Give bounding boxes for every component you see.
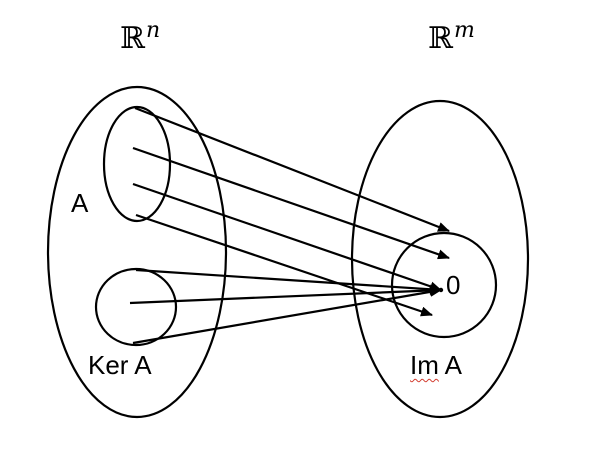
kernel-arrow [135,268,442,295]
set-a-ellipse [102,105,172,223]
map-arrow [134,106,450,233]
image-label: Im A [410,352,462,378]
codomain-space-symbol: ℝ [428,21,453,56]
kernel-arrow [129,285,442,305]
image-ellipse [390,231,498,339]
kernel-arrow [132,286,442,345]
domain-space-symbol: ℝ [120,21,145,56]
map-arrow [132,146,450,260]
kernel-label: Ker A [88,350,152,380]
domain-space-label: ℝn [120,20,160,56]
set-a-label: A [71,188,89,218]
domain-ellipse [46,85,228,419]
kernel-ellipse [94,267,178,347]
zero-label: 0 [446,270,461,300]
codomain-space-label: ℝm [428,20,475,56]
image-label-suffix: A [438,350,463,380]
map-arrow [132,182,442,292]
map-arrow [135,213,433,317]
image-label-prefix: Im [410,350,439,380]
codomain-space-exponent: m [453,18,475,43]
domain-space-exponent: n [145,18,161,43]
